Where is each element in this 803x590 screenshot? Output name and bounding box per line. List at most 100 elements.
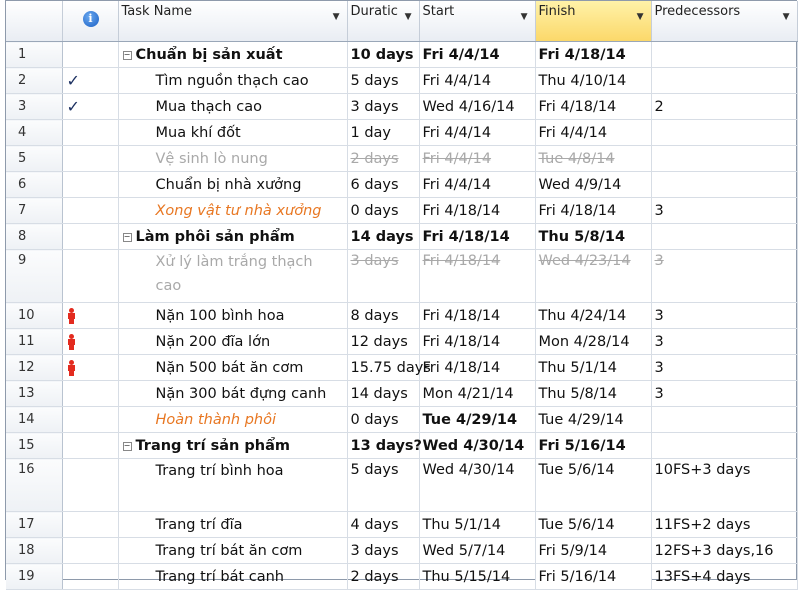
start-cell[interactable]: Fri 4/4/14 [419,171,536,198]
finish-cell[interactable]: Fri 5/16/14 [535,432,652,459]
task-name-cell[interactable]: Trang trí bát canh [118,563,348,590]
predecessors-cell[interactable]: 3 [651,380,798,407]
finish-cell[interactable]: Fri 4/18/14 [535,93,652,120]
duration-cell[interactable]: 0 days [347,197,420,224]
predecessors-cell[interactable] [651,171,798,198]
finish-cell[interactable]: Wed 4/23/14 [535,249,652,303]
duration-cell[interactable]: 1 day [347,119,420,146]
row-id-cell[interactable]: 3 [6,93,63,120]
task-name-cell[interactable]: −Làm phôi sản phẩm [118,223,348,250]
row-id-cell[interactable]: 10 [6,302,63,329]
start-cell[interactable]: Fri 4/18/14 [419,223,536,250]
duration-cell[interactable]: 4 days [347,511,420,538]
start-cell[interactable]: Thu 5/15/14 [419,563,536,590]
predecessors-cell[interactable]: 3 [651,197,798,224]
duration-cell[interactable]: 8 days [347,302,420,329]
start-column-header[interactable]: Start ▼ [419,1,536,42]
task-name-cell[interactable]: Xử lý làm trắng thạch cao [118,249,348,303]
start-cell[interactable]: Fri 4/4/14 [419,119,536,146]
predecessors-cell[interactable] [651,67,798,94]
row-id-cell[interactable]: 2 [6,67,63,94]
duration-cell[interactable]: 3 days [347,537,420,564]
row-id-cell[interactable]: 12 [6,354,63,381]
finish-cell[interactable]: Thu 5/8/14 [535,223,652,250]
predecessors-cell[interactable] [651,223,798,250]
row-id-cell[interactable]: 15 [6,432,63,459]
row-id-cell[interactable]: 8 [6,223,63,250]
finish-cell[interactable]: Mon 4/28/14 [535,328,652,355]
duration-cell[interactable]: 14 days [347,380,420,407]
duration-cell[interactable]: 2 days [347,563,420,590]
start-cell[interactable]: Tue 4/29/14 [419,406,536,433]
duration-cell[interactable]: 10 days [347,41,420,68]
duration-filter-arrow-icon[interactable]: ▼ [404,12,412,22]
predecessors-cell[interactable]: 3 [651,354,798,381]
duration-cell[interactable]: 0 days [347,406,420,433]
duration-cell[interactable]: 15.75 days [347,354,431,381]
task-name-filter-arrow-icon[interactable]: ▼ [332,12,340,22]
duration-cell[interactable]: 5 days [347,458,420,512]
finish-cell[interactable]: Fri 4/18/14 [535,41,652,68]
finish-cell[interactable]: Tue 4/29/14 [535,406,652,433]
finish-cell[interactable]: Fri 4/18/14 [535,197,652,224]
task-name-cell[interactable]: Mua thạch cao [118,93,348,120]
predecessors-cell[interactable]: 3 [651,328,798,355]
task-name-cell[interactable]: Tìm nguồn thạch cao [118,67,348,94]
task-name-cell[interactable]: Chuẩn bị nhà xưởng [118,171,348,198]
collapse-toggle-icon[interactable]: − [122,231,132,242]
start-cell[interactable]: Thu 5/1/14 [419,511,536,538]
duration-cell[interactable]: 12 days [347,328,420,355]
task-name-cell[interactable]: Vệ sinh lò nung [118,145,348,172]
duration-cell[interactable]: 14 days [347,223,420,250]
predecessors-cell[interactable] [651,406,798,433]
row-id-cell[interactable]: 14 [6,406,63,433]
predecessors-cell[interactable]: 12FS+3 days,16 [651,537,798,564]
start-cell[interactable]: Fri 4/4/14 [419,41,536,68]
row-id-cell[interactable]: 6 [6,171,63,198]
predecessors-cell[interactable]: 3 [651,302,798,329]
predecessors-cell[interactable] [651,432,798,459]
duration-cell[interactable]: 6 days [347,171,420,198]
finish-cell[interactable]: Thu 5/8/14 [535,380,652,407]
duration-cell[interactable]: 3 days [347,249,420,303]
select-all-corner[interactable] [6,1,63,42]
start-cell[interactable]: Fri 4/18/14 [419,328,536,355]
predecessors-cell[interactable]: 2 [651,93,798,120]
row-id-cell[interactable]: 19 [6,563,63,590]
row-id-cell[interactable]: 11 [6,328,63,355]
finish-cell[interactable]: Fri 4/4/14 [535,119,652,146]
start-cell[interactable]: Fri 4/18/14 [419,197,536,224]
start-cell[interactable]: Fri 4/18/14 [419,249,536,303]
row-id-cell[interactable]: 17 [6,511,63,538]
task-name-cell[interactable]: Nặn 200 đĩa lớn [118,328,348,355]
collapse-toggle-icon[interactable]: − [122,440,132,451]
task-name-cell[interactable]: Nặn 100 bình hoa [118,302,348,329]
row-id-cell[interactable]: 5 [6,145,63,172]
start-cell[interactable]: Fri 4/18/14 [419,302,536,329]
finish-cell[interactable]: Tue 5/6/14 [535,511,652,538]
start-cell[interactable]: Mon 4/21/14 [419,380,536,407]
start-cell[interactable]: Wed 5/7/14 [419,537,536,564]
row-id-cell[interactable]: 13 [6,380,63,407]
predecessors-column-header[interactable]: Predecessors ▼ [651,1,798,42]
collapse-toggle-icon[interactable]: − [122,49,132,60]
finish-cell[interactable]: Fri 5/16/14 [535,563,652,590]
finish-cell[interactable]: Fri 5/9/14 [535,537,652,564]
row-id-cell[interactable]: 7 [6,197,63,224]
predecessors-cell[interactable]: 3 [651,249,798,303]
row-id-cell[interactable]: 4 [6,119,63,146]
